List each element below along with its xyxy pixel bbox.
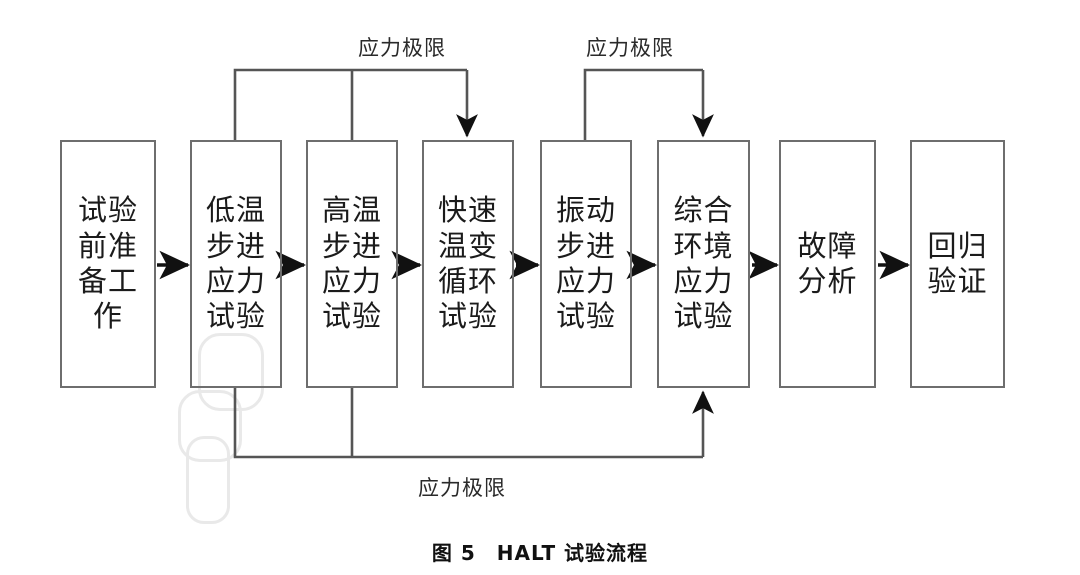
edge-label-stress-limit-bottom: 应力极限 bbox=[418, 476, 506, 500]
process-box-regression[interactable]: 回归 验证 bbox=[910, 140, 1005, 388]
feedback-loop-bottom bbox=[233, 388, 714, 459]
process-box-prep[interactable]: 试验 前准 备工 作 bbox=[60, 140, 156, 388]
feedback-loop-top-right bbox=[583, 68, 714, 140]
process-box-label: 故障 分析 bbox=[797, 228, 858, 298]
edge-label-stress-limit-top-right: 应力极限 bbox=[586, 36, 674, 60]
edge-label-stress-limit-top-left: 应力极限 bbox=[358, 36, 446, 60]
feedback-loop-top-left bbox=[233, 68, 478, 140]
figure-caption: 图 5 HALT 试验流程 bbox=[431, 541, 649, 565]
process-box-temp-cycle[interactable]: 快速 温变 循环 试验 bbox=[422, 140, 514, 388]
process-box-label: 试验 前准 备工 作 bbox=[77, 193, 138, 334]
process-box-label: 高温 步进 应力 试验 bbox=[321, 193, 382, 334]
process-box-combined[interactable]: 综合 环境 应力 试验 bbox=[657, 140, 750, 388]
process-box-high-temp[interactable]: 高温 步进 应力 试验 bbox=[306, 140, 398, 388]
process-box-fault-analysis[interactable]: 故障 分析 bbox=[779, 140, 876, 388]
process-box-label: 综合 环境 应力 试验 bbox=[673, 193, 734, 334]
process-box-label: 回归 验证 bbox=[927, 228, 988, 298]
process-box-low-temp[interactable]: 低温 步进 应力 试验 bbox=[190, 140, 282, 388]
process-box-label: 振动 步进 应力 试验 bbox=[555, 193, 616, 334]
process-box-label: 低温 步进 应力 试验 bbox=[205, 193, 266, 334]
process-box-vibration[interactable]: 振动 步进 应力 试验 bbox=[540, 140, 632, 388]
process-box-label: 快速 温变 循环 试验 bbox=[437, 193, 498, 334]
